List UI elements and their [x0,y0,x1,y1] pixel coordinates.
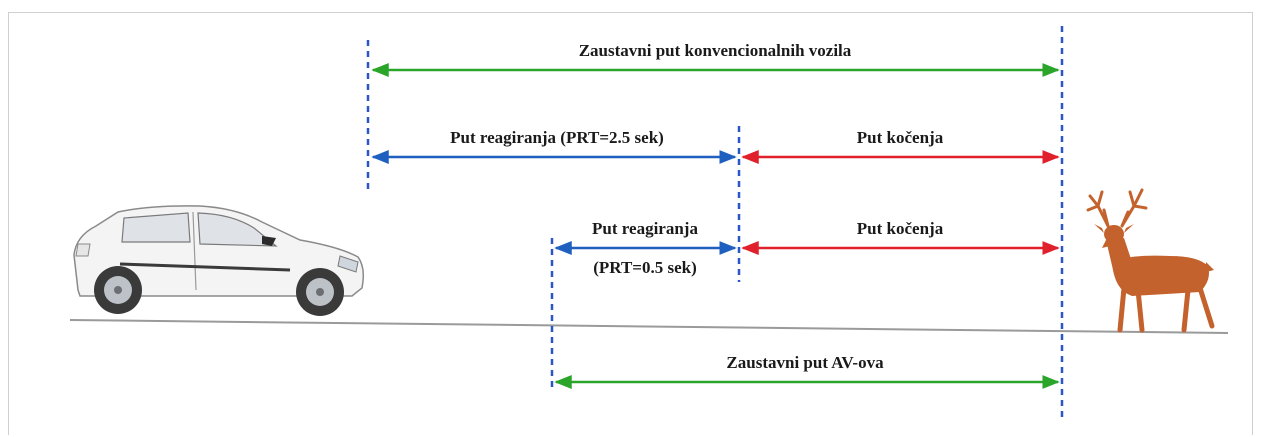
label-braking-av: Put kočenja [857,219,944,238]
label-av-stopping: Zaustavni put AV-ova [726,353,884,372]
label-reaction-av-prt: (PRT=0.5 sek) [593,258,697,277]
car-icon [73,205,365,316]
label-braking-conventional: Put kočenja [857,128,944,147]
ground-line [69,319,1229,334]
deer-icon [1086,188,1215,333]
label-reaction-av: Put reagiranja [592,219,698,238]
label-reaction-conventional: Put reagiranja (PRT=2.5 sek) [450,128,664,147]
label-conventional-stopping: Zaustavni put konvencionalnih vozila [579,41,852,60]
